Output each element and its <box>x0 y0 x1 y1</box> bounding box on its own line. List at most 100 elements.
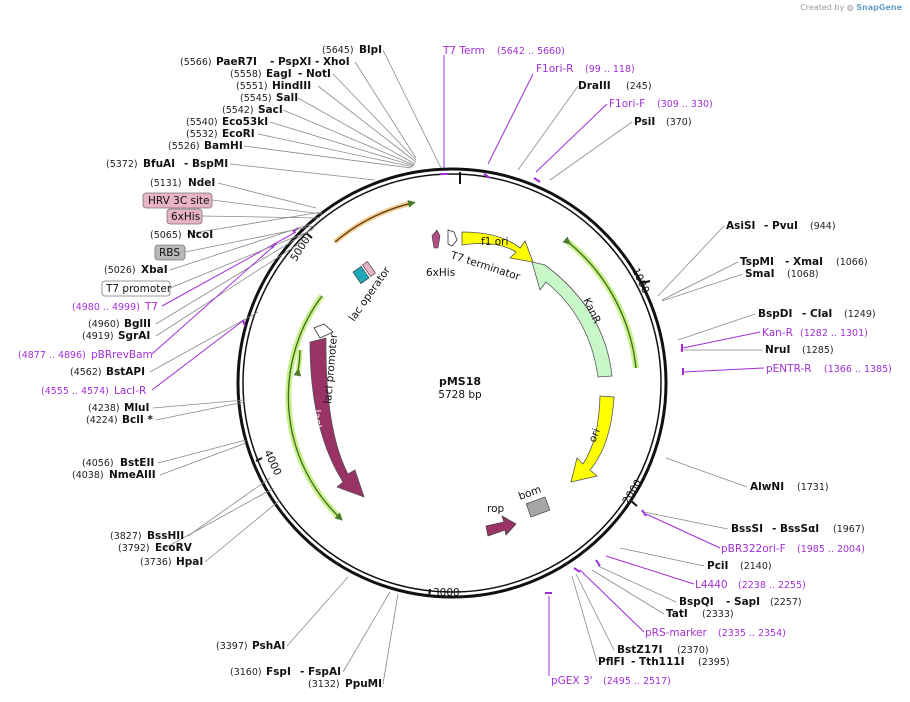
enzyme-label: (5566)PaeR7I- PspXI - XhoI <box>180 56 350 68</box>
feature-box-hrv: HRV 3C site <box>142 192 213 209</box>
orf-left-arc <box>285 294 343 521</box>
feature-laci-label: lacI <box>310 409 324 428</box>
feature-t7-terminator-label: T7 terminator <box>448 249 522 283</box>
feature-t7-terminator <box>447 229 458 247</box>
enzyme-label: PciI(2140) <box>707 560 772 572</box>
top-enzyme-labels: (5645)BlpI DraIII(245) PsiI(370) <box>322 44 692 128</box>
feature-f1-ori <box>461 231 534 263</box>
tick-label-4000: 4000 <box>261 448 283 477</box>
feature-lac-operator <box>352 265 370 285</box>
enzyme-label: (3397)PshAI <box>216 640 285 652</box>
feature-rop-label: rop <box>487 503 505 515</box>
feature-box-t7-promoter: T7 promoter <box>101 280 172 297</box>
enzyme-label: (5526)BamHI <box>168 140 243 152</box>
credit-prefix: Created by <box>800 3 845 12</box>
primer-label: (4877 .. 4896)pBRrevBam <box>18 349 153 361</box>
enzyme-label: (5645)BlpI <box>322 44 382 56</box>
feature-f1-ori-label: f1 ori <box>481 236 508 248</box>
enzyme-label: (5372)BfuAI- BspMI <box>106 158 228 170</box>
enzyme-label: (4224)BclI * <box>86 414 153 426</box>
enzyme-label: BspQI- SapI(2257) <box>679 596 802 608</box>
enzyme-label: (5065)NcoI <box>150 229 213 241</box>
primer-label: pRS-marker(2335 .. 2354) <box>645 627 786 639</box>
primer-label: (4555 .. 4574)LacI-R <box>41 385 146 397</box>
right-enzyme-labels: AsiSI- PvuI(944) TspMI- XmaI(1066) SmaI(… <box>598 220 876 668</box>
enzyme-label: (4238)MluI <box>88 402 149 414</box>
enzyme-label: DraIII(245) <box>578 80 652 92</box>
primer-markers <box>242 173 684 594</box>
primer-label: Kan-R(1282 .. 1301) <box>762 327 868 339</box>
backbone-inner <box>242 173 662 593</box>
feature-rop <box>485 515 517 537</box>
feature-box-6xhis-label: 6xHis <box>171 211 200 223</box>
enzyme-label: (5540)Eco53kI <box>186 116 268 128</box>
enzyme-label: (3792)EcoRV <box>118 542 193 554</box>
enzyme-leaders <box>149 49 763 685</box>
primer-label: F1ori-F(309 .. 330) <box>609 98 713 110</box>
orf-arcs <box>285 200 639 521</box>
enzyme-label: PflFI- Tth111I(2395) <box>598 656 730 668</box>
feature-box-rbs: RBS <box>154 244 186 261</box>
primer-label: pBR322ori-F(1985 .. 2004) <box>721 543 865 555</box>
snapgene-credit: Created by ◍ SnapGene <box>800 3 902 12</box>
enzyme-label: SmaI(1068) <box>745 268 819 280</box>
feature-his-tag-label: 6xHis <box>426 267 455 279</box>
enzyme-label: (5532)EcoRI <box>186 128 255 140</box>
backbone-outer <box>236 167 668 599</box>
feature-box-6xhis: 6xHis <box>166 208 203 225</box>
feature-lac-tag <box>362 261 376 277</box>
primer-label: F1ori-R(99 .. 118) <box>536 63 635 75</box>
enzyme-label: AsiSI- PvuI(944) <box>726 220 836 232</box>
credit-brand: SnapGene <box>856 3 902 12</box>
tick-label-2000: 2000 <box>620 478 644 507</box>
enzyme-label: (4056)BstEII <box>82 457 154 469</box>
left-enzyme-labels: (5566)PaeR7I- PspXI - XhoI (5558)EagI- N… <box>70 56 382 690</box>
enzyme-label: (3736)HpaI <box>140 556 203 568</box>
feature-laci-promoter <box>313 323 334 339</box>
tick-marks <box>255 232 651 598</box>
enzyme-label: NruI(1285) <box>765 344 834 356</box>
enzyme-label: (5542)SacI <box>222 104 283 116</box>
box-leaders <box>169 199 323 289</box>
enzyme-label: BssSI- BssSαI(1967) <box>731 523 865 535</box>
primer-leaders <box>151 55 765 676</box>
feature-ori-label: ori <box>587 427 603 444</box>
feature-kanr <box>531 261 613 378</box>
enzyme-label: (5131)NdeI <box>150 177 215 189</box>
feature-bom <box>525 496 551 518</box>
enzyme-label: (4919)SgrAI <box>82 330 150 342</box>
enzyme-label: (5551)HindIII <box>236 80 311 92</box>
enzyme-label: TatI(2333) <box>666 608 734 620</box>
enzyme-label: (5026)XbaI <box>104 264 168 276</box>
feature-ori <box>570 395 615 483</box>
plasmid-name: pMS18 <box>439 375 481 388</box>
enzyme-label: BspDI- ClaI(1249) <box>758 308 876 320</box>
enzyme-label: (4038)NmeAIII <box>72 469 156 481</box>
feature-box-hrv-label: HRV 3C site <box>148 195 209 207</box>
primer-labels: T7 Term(5642 .. 5660) F1ori-R(99 .. 118)… <box>18 45 892 687</box>
enzyme-label: BstZ17I(2370) <box>617 644 709 656</box>
primer-label: T7 Term(5642 .. 5660) <box>442 45 565 57</box>
enzyme-label: (3160)FspI- FspAI <box>230 666 341 678</box>
feature-laci <box>309 337 365 498</box>
feature-box-rbs-label: RBS <box>159 247 180 259</box>
enzyme-label: TspMI- XmaI(1066) <box>740 256 868 268</box>
primer-label: pENTR-R(1366 .. 1385) <box>766 363 892 375</box>
enzyme-label: (4562)BstAPI <box>70 366 145 378</box>
enzyme-label: (3132)PpuMI <box>308 678 382 690</box>
orf-top-orange-arc <box>333 200 413 244</box>
feature-box-t7-promoter-label: T7 promoter <box>105 283 172 295</box>
enzyme-label: (5545)SalI <box>240 92 298 104</box>
snapgene-logo-icon: ◍ <box>846 3 854 12</box>
primer-label: (4980 .. 4999)T7 <box>72 301 158 313</box>
enzyme-label: AlwNI(1731) <box>750 481 829 493</box>
enzyme-label: (5558)EagI- NotI <box>230 68 331 80</box>
primer-label: pGEX 3'(2495 .. 2517) <box>551 675 671 687</box>
feature-his-tag <box>431 229 441 249</box>
tick-label-3000: 3000 <box>433 587 460 599</box>
enzyme-label: (3827)BssHII <box>110 530 184 542</box>
enzyme-label: PsiI(370) <box>634 116 692 128</box>
plasmid-size: 5728 bp <box>438 389 482 401</box>
enzyme-label: (4960)BglII <box>88 318 151 330</box>
